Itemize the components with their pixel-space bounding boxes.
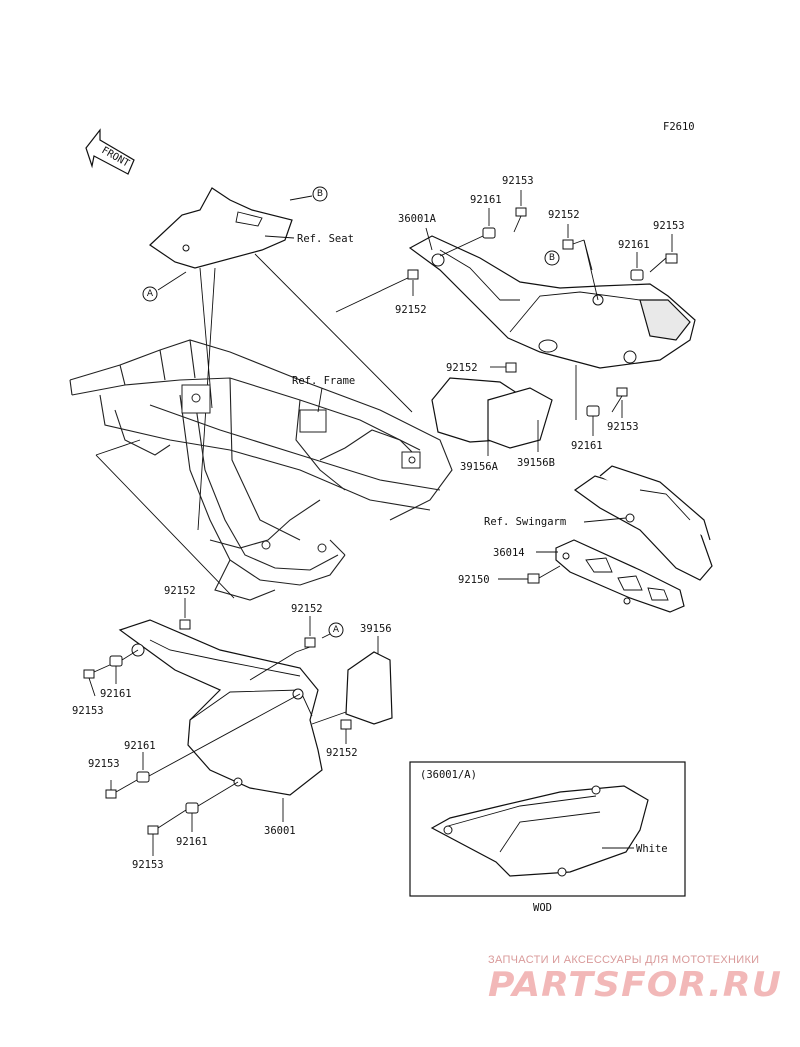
label-92153-a: 92153 [502,175,534,187]
swingarm-drawing [573,465,713,581]
inset-box [409,761,686,897]
label-92152-b: 92152 [395,304,427,316]
bolt-92153-right [649,234,678,273]
sticker-39156B [487,387,553,449]
inset-footer: WOD [533,902,552,914]
collar-92161-left-a [109,649,139,684]
label-36014: 36014 [493,547,525,559]
watermark-logo: PARTSFOR.RU [488,965,782,1005]
label-92161-a: 92161 [470,194,502,206]
grommet-92152-left-mid [304,616,316,648]
bolt-92153-left-a [83,663,113,697]
label-39156B: 39156B [517,457,555,469]
sticker-39156 [345,651,393,725]
grommet-92152-mid [407,269,419,296]
collar-92161-left-b [136,693,301,783]
label-92152-f: 92152 [326,747,358,759]
frame-drawing [69,339,453,601]
label-92153-d: 92153 [72,705,104,717]
bolt-92150 [527,573,540,584]
label-92153-f: 92153 [132,859,164,871]
svg-text:B: B [549,253,555,263]
callout-b-seat: B [312,186,328,202]
collar-92161-lower-right [586,405,600,436]
svg-text:A: A [147,289,154,299]
grommet-92152-left-top [179,598,191,630]
label-92150: 92150 [458,574,490,586]
grommet-92152-left-low [340,719,352,744]
bolt-92153-lower-right [575,365,628,420]
seat-outline [149,187,293,269]
label-92161-f: 92161 [176,836,208,848]
label-92161-d: 92161 [100,688,132,700]
bolt-92153-left-c [147,809,187,856]
grommet-92152-right [562,224,574,250]
label-92153-b: 92153 [653,220,685,232]
label-92161-e: 92161 [124,740,156,752]
ref-seat-label: Ref. Seat [297,233,354,245]
watermark-tagline: ЗАПЧАСТИ И АКСЕССУАРЫ ДЛЯ МОТОТЕХНИКИ [488,954,759,966]
svg-text:A: A [333,625,340,635]
label-92161-c: 92161 [571,440,603,452]
label-36001A: 36001A [398,213,437,225]
label-39156A: 39156A [460,461,499,473]
collar-92161-right [630,252,644,281]
callout-a-seat: A [142,286,158,302]
svg-text:B: B [317,189,323,199]
label-92152-d: 92152 [164,585,196,597]
grommet-92152-lower [505,362,517,373]
chain-guard-36014 [555,539,685,613]
collar-92161-left-c [185,781,239,832]
label-39156: 39156 [360,623,392,635]
label-92152-e: 92152 [291,603,323,615]
front-arrow-icon: FRONT [85,128,135,175]
collar-92161-top [482,208,496,239]
ref-frame-label: Ref. Frame [292,375,355,387]
label-92152-c: 92152 [446,362,478,374]
label-36001: 36001 [264,825,296,837]
label-92152-a: 92152 [548,209,580,221]
label-92153-c: 92153 [607,421,639,433]
bolt-92153-top [513,190,527,233]
inset-title: (36001/A) [420,769,477,781]
bolt-92153-left-b [105,779,138,799]
callout-a-cover: A [328,622,344,638]
label-92161-b: 92161 [618,239,650,251]
figure-code: F2610 [663,121,695,133]
callout-b-cover: B [544,250,560,266]
side-cover-left [118,619,323,796]
label-92153-e: 92153 [88,758,120,770]
inset-color-note: White [636,843,668,855]
side-cover-right [408,235,696,369]
ref-swingarm-label: Ref. Swingarm [484,516,566,528]
